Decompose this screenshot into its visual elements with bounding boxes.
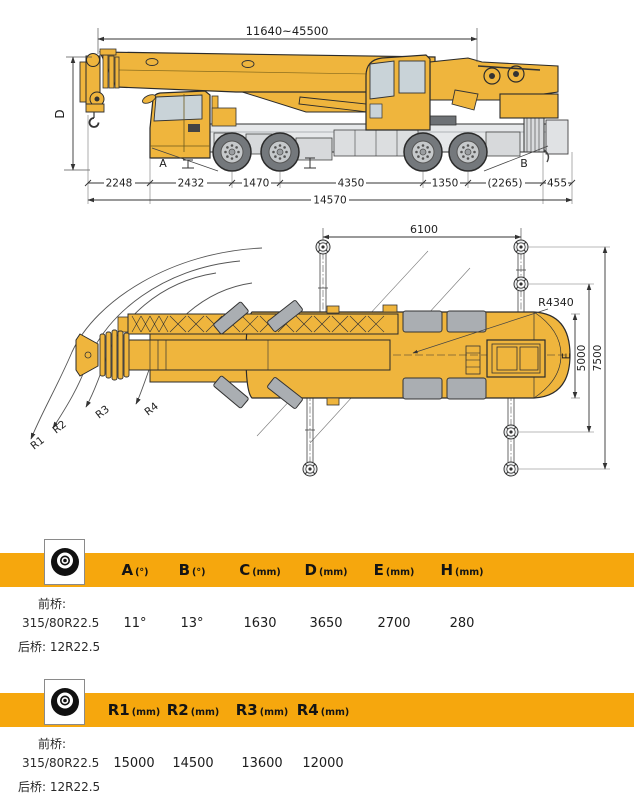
cab-side-window: [398, 60, 426, 94]
axle-note-line2: 315/80R22.5: [22, 616, 100, 630]
outrigger-span-label: 6100: [410, 223, 438, 236]
axle-note2-line3: 后桥: 12R22.5: [18, 780, 101, 794]
radius-label-r3: R3: [93, 403, 111, 421]
departure-angle-label: B: [520, 157, 528, 170]
dim-col-e: E(mm): [373, 561, 415, 579]
height-label: D: [53, 109, 67, 118]
radius-col-r2: R2(mm): [166, 701, 220, 719]
dim-col-d: D(mm): [304, 561, 348, 579]
radius-label-r4: R4: [142, 400, 161, 418]
outrigger-jack-symbol: [182, 157, 316, 169]
hook-icon: [88, 117, 100, 128]
cab-plan: [465, 339, 546, 378]
dim-col-a: A(°): [121, 561, 149, 579]
radius-value-r4: 12000: [302, 756, 344, 771]
dim-segment-1: 2248: [106, 178, 133, 190]
dim-segment-6: (2265): [488, 178, 523, 190]
boom-range-label: 11640~45500: [246, 24, 329, 38]
approach-angle-line: [151, 147, 219, 172]
approach-angle-label: A: [159, 157, 167, 170]
radius-col-r3: R3(mm): [235, 701, 289, 719]
dim-table-header-band: [0, 553, 634, 587]
rear-tires-plan: [402, 310, 487, 400]
dim-segment-2: 2432: [178, 178, 205, 190]
length-dimensions: 2248 2432 1470 4350 1350 (2265) 455 1457…: [84, 115, 576, 207]
stowed-jib-lattice: [117, 313, 399, 335]
crane-dimension-drawing: A B 11640~45500 D: [28, 24, 610, 477]
span-5000-label: 5000: [576, 345, 588, 372]
dim-col-b: B(°): [178, 561, 206, 579]
radius-table-header-band: [0, 693, 634, 727]
boom-plan: [127, 339, 391, 371]
dim-value-h: 280: [449, 616, 475, 631]
radius-label-r2: R2: [50, 418, 68, 436]
boom-range-dimension: 11640~45500: [97, 24, 478, 62]
tire-icon-box-1: [44, 539, 85, 585]
radius-col-r1: R1(mm): [107, 701, 161, 719]
counterweight: [499, 93, 559, 119]
axle-note-line3: 后桥: 12R22.5: [18, 640, 101, 654]
dim-value-a: 11°: [123, 616, 147, 631]
width-e-label: E: [561, 353, 573, 360]
cab-front-window: [369, 60, 395, 100]
total-length-label: 14570: [313, 195, 346, 207]
radius-value-r3: 13600: [241, 756, 283, 771]
front-tires-plan: [213, 300, 303, 409]
dim-value-e: 2700: [377, 616, 411, 631]
main-boom: [99, 51, 436, 93]
windshield: [153, 94, 203, 122]
plan-view: R1 R2 R3 R4: [28, 223, 610, 477]
height-dimension: D: [53, 56, 92, 171]
truck-cab: [142, 90, 237, 159]
radius-col-r4: R4(mm): [296, 701, 350, 719]
dim-value-b: 13°: [180, 616, 204, 631]
radius-label-r1: R1: [28, 434, 46, 452]
dim-segment-5: 1350: [432, 178, 459, 190]
rear-winch-drum: [523, 111, 569, 163]
span-7500-label: 7500: [592, 345, 604, 372]
axle-note-line1: 前桥:: [38, 597, 67, 611]
dim-value-d: 3650: [309, 616, 343, 631]
dim-segment-7: 455: [547, 178, 567, 190]
dim-segment-3: 1470: [243, 178, 270, 190]
tire-icon: [50, 548, 79, 576]
radius-value-r2: 14500: [172, 756, 214, 771]
dim-col-c: C(mm): [239, 561, 281, 579]
tail-radius-label: R4340: [538, 296, 574, 309]
dim-segment-4: 4350: [338, 178, 365, 190]
door-window: [188, 124, 200, 132]
tail-radius-dimension: R4340: [412, 296, 574, 354]
side-mirror: [142, 94, 156, 104]
dim-value-c: 1630: [243, 616, 277, 631]
boom-head-plan: [75, 329, 130, 381]
tire-icon: [50, 688, 79, 716]
outrigger-span-dimension: 6100: [322, 223, 522, 240]
operator-cab: [365, 54, 559, 131]
axle-note2-line2: 315/80R22.5: [22, 756, 100, 770]
axle-note2-line1: 前桥:: [38, 737, 67, 751]
radius-value-r1: 15000: [113, 756, 155, 771]
width-dimensions: E 5000 7500: [518, 246, 610, 470]
departure-angle-line: [483, 145, 549, 172]
side-view: A B 11640~45500 D: [53, 24, 576, 207]
dim-col-h: H(mm): [440, 561, 484, 579]
tire-icon-box-2: [44, 679, 85, 725]
